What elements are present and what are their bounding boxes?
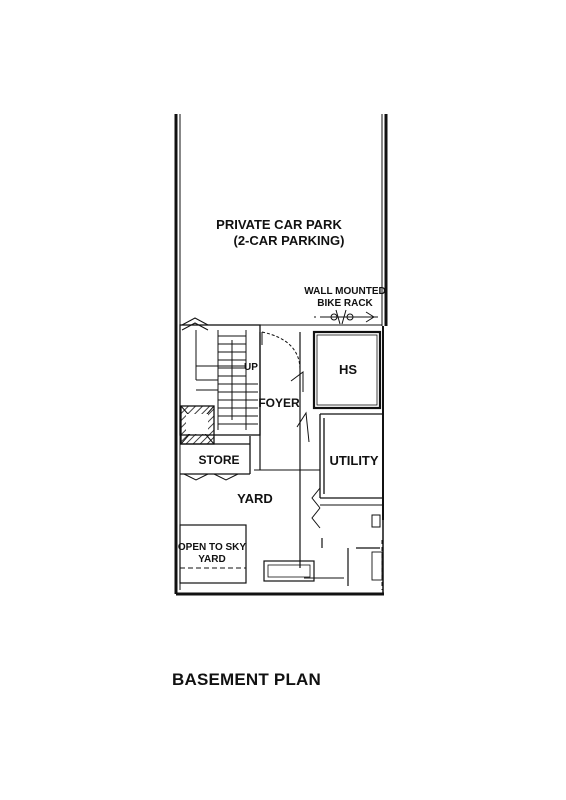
- plan-title: BASEMENT PLAN: [172, 670, 321, 689]
- open-yard-label-line1: OPEN TO SKY: [178, 542, 246, 553]
- bike-rack-symbol: [314, 309, 378, 325]
- car-park-label-line2: (2-CAR PARKING): [234, 233, 345, 248]
- foyer-walls: [259, 331, 310, 470]
- store-label: STORE: [198, 453, 239, 467]
- foyer-label: FOYER: [258, 396, 300, 410]
- open-yard-label-line2: YARD: [198, 554, 225, 565]
- hatched-shaft: [180, 405, 215, 445]
- hs-room: [312, 330, 382, 410]
- hs-label: HS: [339, 362, 357, 377]
- stair-up-label: UP: [244, 362, 258, 373]
- store-room: [180, 436, 320, 481]
- utility-room: [311, 413, 382, 529]
- yard-label: YARD: [237, 491, 273, 506]
- car-park-label-line1: PRIVATE CAR PARK: [216, 217, 342, 232]
- lower-fixtures: [263, 538, 383, 590]
- bike-rack-label-line2: BIKE RACK: [317, 298, 373, 309]
- utility-label: UTILITY: [329, 453, 378, 468]
- bike-rack-label-line1: WALL MOUNTED: [304, 286, 385, 297]
- staircase: [179, 317, 261, 436]
- outer-walls: [174, 114, 388, 596]
- yard-area: [179, 470, 301, 584]
